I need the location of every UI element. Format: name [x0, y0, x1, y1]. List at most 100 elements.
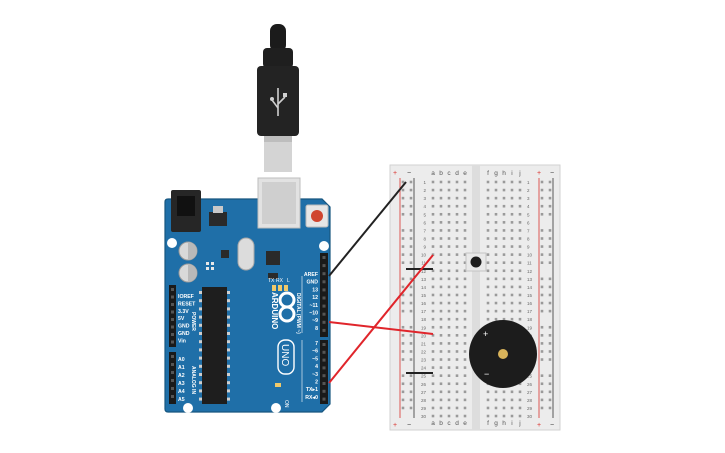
breadboard-hole — [502, 390, 506, 394]
rail-hole — [401, 334, 405, 337]
label-l: L — [287, 278, 290, 284]
rail-hole — [409, 285, 413, 289]
pin2-wire[interactable] — [328, 254, 434, 384]
header-hole — [322, 397, 326, 401]
row-number: 26 — [421, 382, 427, 387]
arduino-uno-board[interactable]: L TX RX ON ARDUINO UNO IOREFRESET3.3V5VG… — [164, 177, 331, 413]
rail-plus-top-right: + — [537, 170, 541, 177]
digital-pin-label: ~3 — [312, 372, 318, 378]
rail-hole — [548, 325, 552, 329]
breadboard-hole — [455, 253, 459, 256]
breadboard-hole — [486, 253, 490, 256]
chip-pin — [199, 356, 202, 360]
breadboard-hole — [439, 358, 443, 361]
row-number: 25 — [527, 374, 533, 379]
analog-pin-label: A2 — [178, 373, 185, 379]
rail-hole — [548, 204, 552, 208]
column-letter: g — [494, 420, 498, 427]
header-hole — [322, 296, 326, 300]
power-header — [169, 285, 176, 347]
rail-plus-bottom-right: + — [537, 422, 541, 429]
chip-pin — [227, 332, 230, 335]
pin9-wire[interactable] — [328, 321, 434, 335]
rail-hole — [409, 334, 413, 337]
row-number: 2 — [423, 188, 426, 193]
breadboard-hole — [494, 406, 498, 410]
rail-hole — [401, 277, 405, 281]
breadboard-hole — [455, 261, 459, 264]
rail-hole — [401, 188, 405, 192]
breadboard-hole — [494, 390, 498, 394]
digital-pin-label: 2 — [315, 380, 318, 386]
breadboard-hole — [486, 245, 490, 248]
breadboard-hole — [486, 269, 490, 273]
rail-hole — [540, 390, 544, 394]
model-badge — [277, 339, 295, 375]
pushbutton[interactable] — [465, 252, 487, 272]
breadboard-hole — [502, 237, 506, 240]
chip-pin — [199, 291, 202, 294]
rail-hole — [409, 196, 413, 200]
column-letter: i — [511, 420, 512, 427]
row-number: 1 — [527, 180, 530, 185]
row-number: 16 — [527, 301, 533, 306]
rail-hole — [548, 374, 552, 377]
breadboard-hole — [455, 390, 459, 394]
piezo-buzzer[interactable]: + − — [469, 320, 537, 388]
breadboard-hole — [455, 358, 459, 361]
header-hole — [171, 387, 174, 390]
breadboard-hole — [518, 382, 522, 386]
breadboard-hole — [486, 237, 490, 240]
digital-pin-label: ~9 — [312, 318, 318, 324]
row-number: 3 — [527, 196, 530, 201]
breadboard-hole — [494, 253, 498, 256]
atmega-microcontroller — [202, 287, 227, 404]
breadboard-hole — [463, 414, 467, 418]
chip-pin — [199, 299, 202, 303]
header-hole — [171, 340, 174, 344]
breadboard-hole — [510, 277, 514, 281]
breadboard-hole — [463, 196, 467, 200]
chip-pin — [227, 340, 230, 344]
breadboard-hole — [494, 188, 498, 192]
breadboard-hole — [447, 366, 451, 369]
rail-hole — [409, 293, 413, 297]
header-hole — [322, 366, 326, 370]
rail-hole — [540, 180, 544, 184]
digital-pin-label: AREF — [304, 272, 318, 278]
header-hole — [322, 256, 326, 259]
breadboard-hole — [494, 229, 498, 232]
breadboard-hole — [463, 358, 467, 361]
rail-hole — [540, 188, 544, 192]
rail-hole — [540, 261, 544, 264]
breadboard-hole — [463, 382, 467, 386]
rail-hole — [409, 212, 413, 216]
rail-hole — [548, 398, 552, 402]
chip-pin — [227, 348, 230, 352]
gnd-wire[interactable] — [328, 181, 407, 277]
breadboard-hole — [518, 309, 522, 313]
breadboard-hole — [439, 350, 443, 353]
row-number: 11 — [421, 261, 426, 266]
breadboard-hole — [502, 253, 506, 256]
row-number: 25 — [421, 374, 427, 379]
usb-cable-boot — [263, 48, 293, 68]
rail-hole — [401, 229, 405, 232]
header-hole — [171, 395, 174, 398]
rail-hole — [401, 398, 405, 402]
rail-hole — [401, 390, 405, 394]
breadboard-hole — [431, 229, 435, 232]
breadboard-hole — [439, 374, 443, 377]
rail-hole — [548, 253, 552, 256]
rail-hole — [540, 342, 544, 345]
rail-hole — [548, 293, 552, 297]
breadboard-hole — [518, 180, 522, 184]
rail-hole — [540, 293, 544, 297]
breadboard-hole — [463, 237, 467, 240]
breadboard-hole — [455, 406, 459, 410]
rail-hole — [401, 382, 405, 386]
led-rx — [284, 285, 288, 291]
crystal-oscillator — [237, 237, 255, 271]
